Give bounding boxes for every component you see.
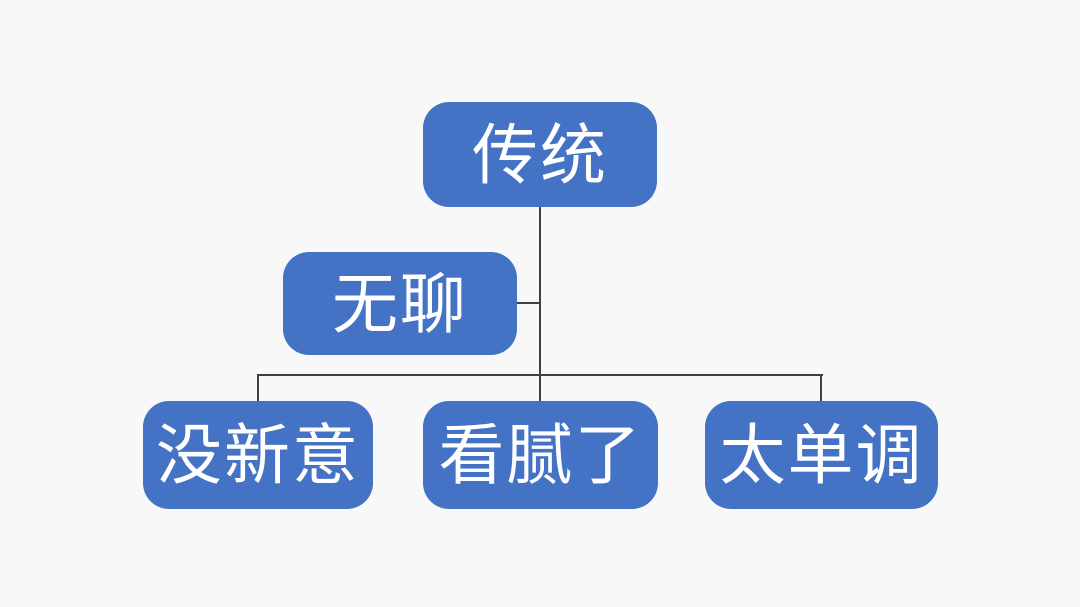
node-branch: 无聊: [283, 252, 517, 355]
node-leaf-1: 没新意: [143, 401, 373, 509]
node-leaf-3: 太单调: [705, 401, 938, 509]
node-root: 传统: [423, 102, 657, 207]
node-leaf-2-label: 看腻了: [438, 418, 643, 492]
node-leaf-1-label: 没新意: [156, 418, 360, 492]
node-branch-label: 无聊: [332, 266, 468, 341]
connector-branch-stub: [516, 302, 540, 304]
node-root-label: 传统: [472, 117, 608, 192]
connector-horizontal: [257, 374, 823, 376]
connector-left-stub: [257, 375, 259, 401]
connector-right-stub: [820, 375, 822, 401]
connector-trunk-vertical: [539, 207, 541, 401]
node-leaf-3-label: 太单调: [719, 418, 924, 492]
node-leaf-2: 看腻了: [423, 401, 658, 509]
